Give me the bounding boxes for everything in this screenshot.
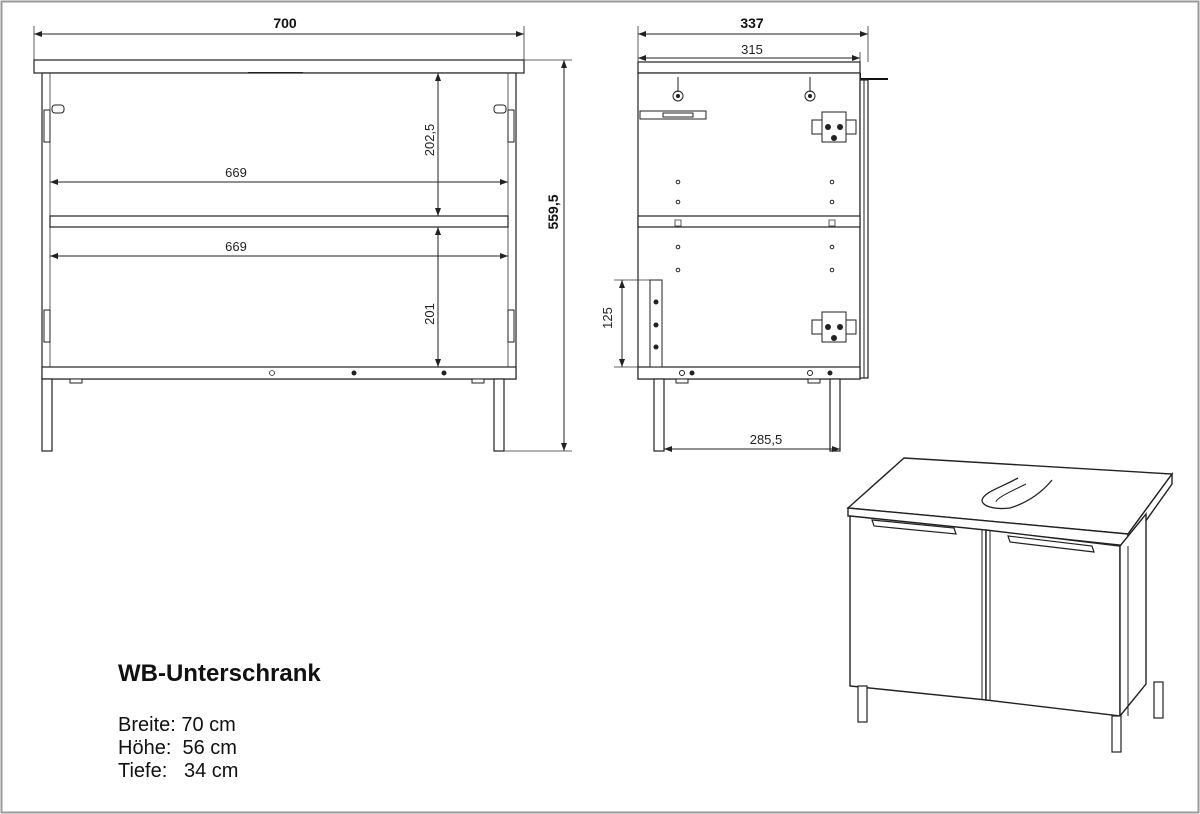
side-top-plate (637, 61, 861, 74)
spec-depth: Tiefe: 34 cm (118, 760, 238, 783)
perspective-view (846, 457, 1174, 753)
hinge-icon (507, 309, 515, 343)
spec-width: Breite: 70 cm (118, 714, 236, 737)
front-view: 700 669 (33, 15, 572, 452)
side-view: 337 315 (600, 15, 888, 452)
spec-value: 56 cm (182, 737, 237, 759)
side-bottom-board (637, 366, 861, 380)
side-cutout-height: 125 (600, 307, 615, 329)
product-title: WB-Unterschrank (118, 660, 321, 687)
hinge-icon (43, 109, 51, 143)
side-depth-total: 337 (740, 15, 764, 31)
hinge-icon (811, 311, 857, 343)
side-shelf (637, 215, 861, 228)
front-total-height: 559,5 (545, 194, 561, 229)
hinge-icon (43, 309, 51, 343)
spec-label: Tiefe: (118, 760, 168, 782)
front-leg-right (493, 378, 505, 452)
side-depth-body: 315 (741, 42, 763, 57)
spec-value: 34 cm (183, 760, 239, 782)
front-bottom-board (41, 366, 517, 380)
front-leg-left (41, 378, 53, 452)
front-upper-height: 202,5 (422, 124, 437, 157)
front-inner-width-top: 669 (225, 165, 247, 180)
side-leg-front (653, 378, 665, 452)
hinge-icon (507, 109, 515, 143)
front-inner-width-bottom: 669 (225, 239, 247, 254)
spec-label: Breite: (118, 714, 176, 736)
front-lower-height: 201 (422, 303, 437, 325)
front-width-label: 700 (273, 15, 297, 31)
side-leg-back (829, 378, 841, 452)
front-shelf (49, 215, 509, 228)
spec-value: 70 cm (181, 714, 236, 736)
spec-height: Höhe: 56 cm (118, 737, 237, 760)
hinge-icon (811, 111, 857, 143)
spec-label: Höhe: (118, 737, 172, 759)
front-top-plate (33, 59, 525, 74)
side-foot-depth: 285,5 (750, 432, 783, 447)
